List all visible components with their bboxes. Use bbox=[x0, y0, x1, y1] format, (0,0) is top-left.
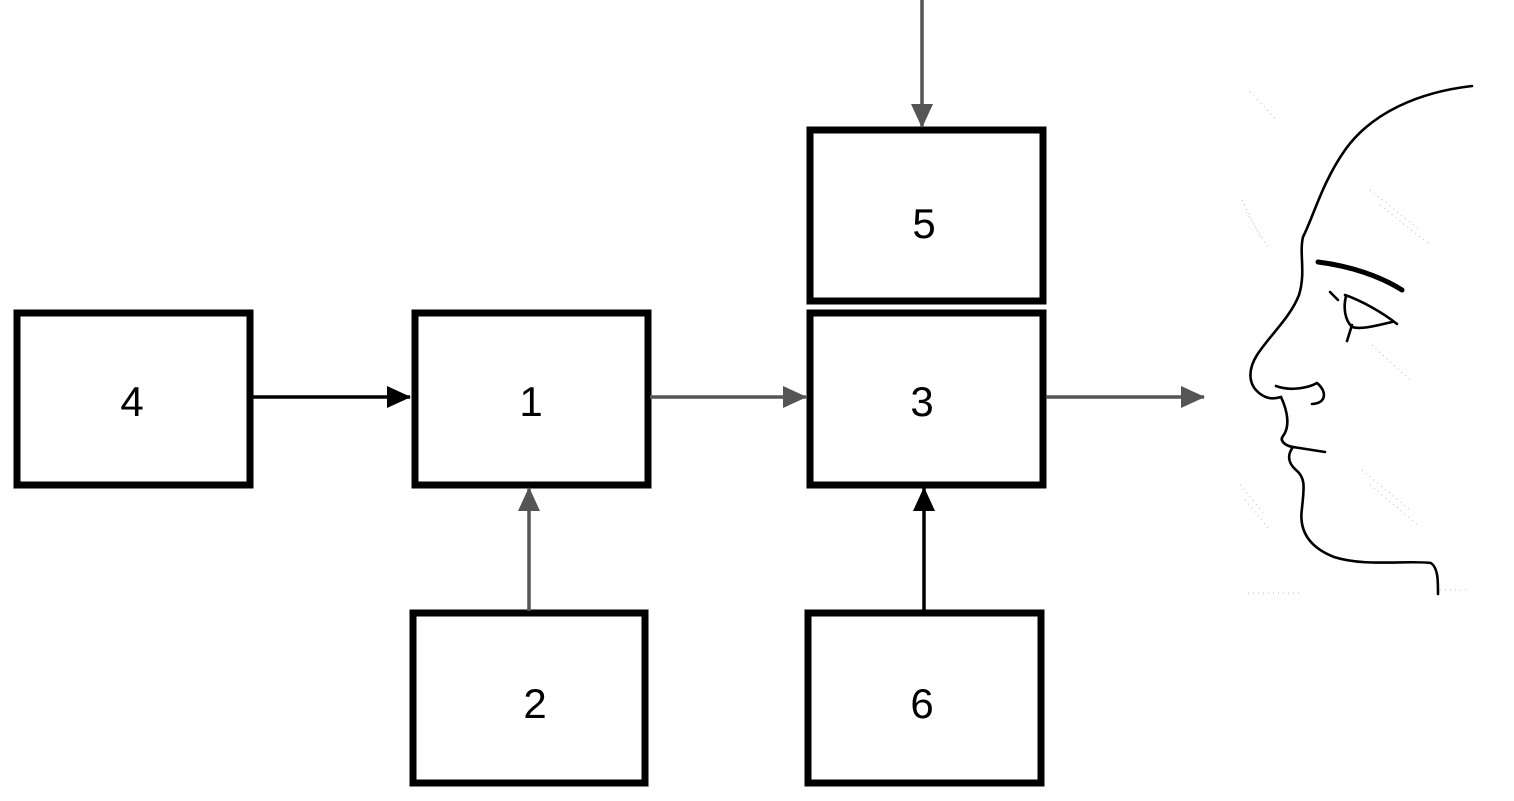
human-face-profile-icon bbox=[1239, 84, 1474, 596]
block-6: 6 bbox=[804, 609, 1045, 787]
block-3-label: 3 bbox=[910, 378, 933, 425]
block-2: 2 bbox=[409, 609, 649, 787]
block-1-label: 1 bbox=[519, 378, 542, 425]
block-5: 5 bbox=[806, 126, 1047, 305]
block-3: 3 bbox=[806, 309, 1047, 489]
block-6-label: 6 bbox=[910, 680, 933, 727]
block-4-label: 4 bbox=[120, 378, 143, 425]
block-4: 4 bbox=[13, 309, 254, 489]
block-1: 1 bbox=[411, 309, 652, 489]
block-5-label: 5 bbox=[912, 200, 935, 247]
block-2-label: 2 bbox=[523, 680, 546, 727]
